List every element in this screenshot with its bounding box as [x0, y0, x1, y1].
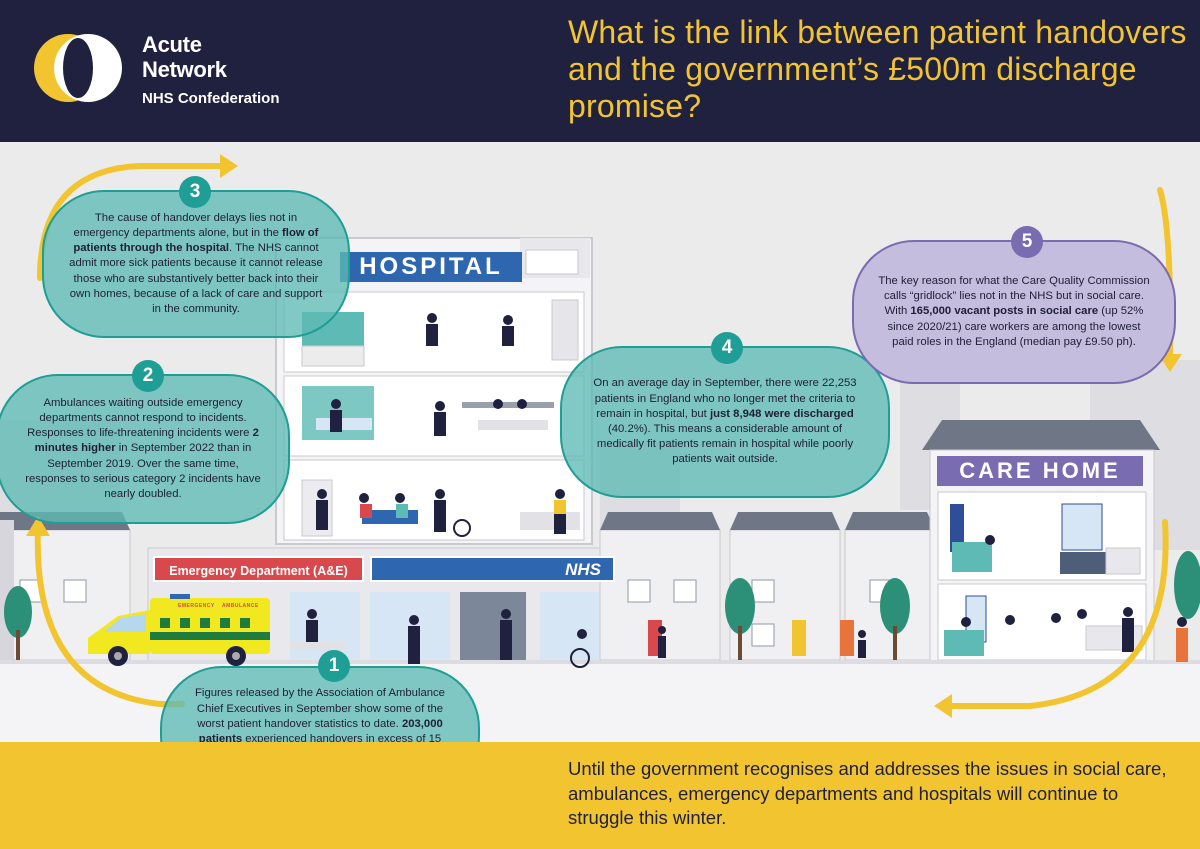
- step-1-number: 1: [318, 650, 350, 682]
- brand-line-1: Acute: [142, 32, 202, 57]
- step-text-segment: in September 2022 than in September 2019…: [25, 442, 261, 500]
- footer-conclusion: Until the government recognises and addr…: [568, 758, 1167, 828]
- acute-network-logo-icon: [34, 34, 122, 102]
- brand-line-2: Network: [142, 57, 227, 82]
- nhs-logo: NHS: [565, 560, 601, 579]
- emergency-department-sign: Emergency Department (A&E): [153, 556, 364, 582]
- step-text-highlight: 2 minutes higher: [34, 427, 259, 455]
- step-4-number: 4: [711, 332, 743, 364]
- page-title: What is the link between patient handove…: [568, 14, 1187, 124]
- step-text-segment: On an average day in September, there we…: [593, 377, 857, 420]
- step-text-segment: (up 52% since 2020/21) care workers are …: [887, 305, 1144, 348]
- step-text-segment: The cause of handover delays lies not in…: [73, 211, 298, 239]
- hospital-sign: HOSPITAL: [340, 252, 522, 282]
- footer-banner: [0, 742, 1200, 849]
- header-banner: Acute Network NHS Confederation What is …: [0, 0, 1200, 142]
- ambulance-vehicle: [88, 594, 270, 666]
- step-text-segment: . The NHS cannot admit more sick patient…: [69, 242, 323, 315]
- step-2-bubble: Ambulances waiting outside emergency dep…: [0, 374, 290, 524]
- step-2-text: Ambulances waiting outside emergency dep…: [20, 396, 266, 502]
- step-3-bubble: The cause of handover delays lies not in…: [42, 190, 350, 338]
- step-text-segment: The key reason for what the Care Quality…: [878, 274, 1150, 318]
- nhs-sign: NHS: [370, 556, 615, 582]
- step-2-number: 2: [132, 360, 164, 392]
- step-3-text: The cause of handover delays lies not in…: [66, 211, 326, 317]
- step-text-segment: Ambulances waiting outside emergency dep…: [27, 396, 253, 440]
- ambulance-label-ambulance: AMBULANCE: [222, 603, 259, 609]
- street-people: [290, 609, 1188, 668]
- step-4-bubble: On an average day in September, there we…: [560, 346, 890, 498]
- step-5-text: The key reason for what the Care Quality…: [876, 274, 1152, 350]
- step-text-highlight: 165,000 vacant posts in social care: [910, 305, 1099, 318]
- step-text-segment: (40.2%). This means a considerable amoun…: [596, 423, 854, 466]
- brand-name: Acute Network NHS Confederation: [142, 32, 280, 107]
- step-5-bubble: The key reason for what the Care Quality…: [852, 240, 1176, 384]
- step-text-segment: Figures released by the Association of A…: [195, 687, 445, 730]
- step-5-number: 5: [1011, 226, 1043, 258]
- step-text-highlight: just 8,948 were discharged: [709, 407, 854, 420]
- trees: [4, 551, 1200, 660]
- brand-line-3: NHS Confederation: [142, 90, 280, 107]
- care-home-sign: CARE HOME: [937, 456, 1143, 486]
- step-4-text: On an average day in September, there we…: [584, 376, 866, 467]
- step-3-number: 3: [179, 176, 211, 208]
- step-text-highlight: flow of patients through the hospital: [73, 226, 319, 255]
- ambulance-label-emergency: EMERGENCY: [178, 603, 215, 609]
